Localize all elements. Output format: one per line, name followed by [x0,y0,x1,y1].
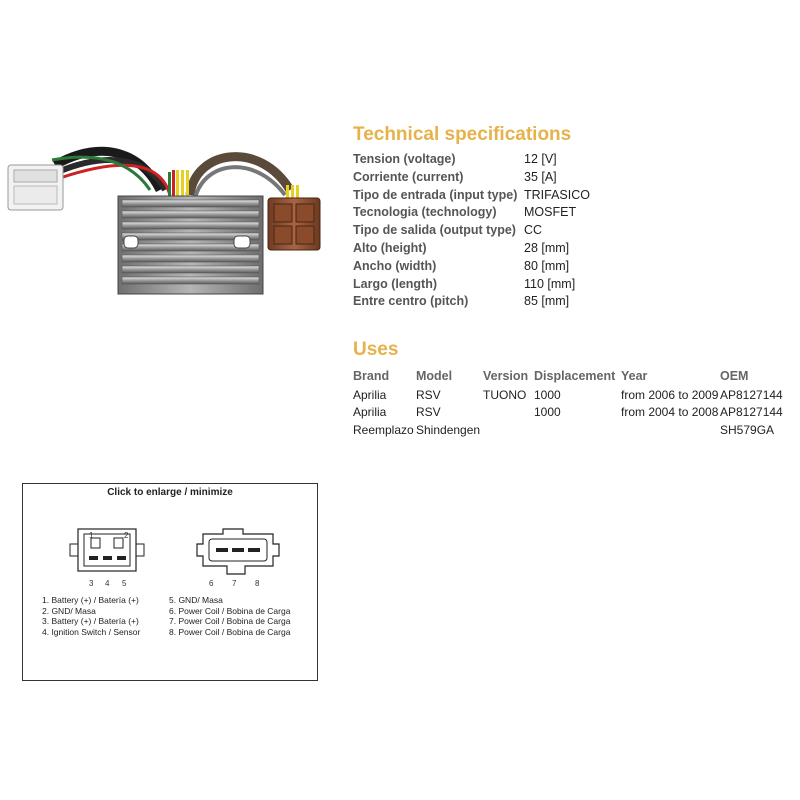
spec-value: 85 [mm] [524,294,570,309]
pin-number: 3 [89,579,94,588]
spec-label: Alto (height) [353,240,427,255]
pin-description: 8. Power Coil / Bobina de Carga [169,626,291,637]
cell-brand: Aprilia [353,387,387,402]
table-row: Aprilia RSV 1000 from 2004 to 2008 AP812… [353,404,795,422]
cell-version [483,421,534,439]
cell-oem: SH579GA [720,422,775,437]
spec-row: Tipo de entrada (input type) TRIFASICO [353,187,590,205]
cell-year: from 2006 to 2009 [621,387,719,402]
cell-year: from 2004 to 2008 [621,405,719,420]
pin-number: 4 [105,579,110,588]
cell-displacement: 1000 [534,387,561,402]
enlarge-toggle-link[interactable]: Click to enlarge / minimize [107,487,233,498]
spec-value: 28 [mm] [524,240,570,255]
cell-oem: AP8127144 [720,405,783,420]
left-pin-list: 1. Battery (+) / Batería (+) 2. GND/ Mas… [42,595,140,637]
pin-description: 4. Ignition Switch / Sensor [42,626,141,637]
right-pin-list: 5. GND/ Masa 6. Power Coil / Bobina de C… [169,595,290,637]
uses-header-row: Brand Model Version Displacement Year OE… [353,366,795,386]
three-pin-connector-icon [196,528,280,575]
spec-row: Tecnologia (technology) MOSFET [353,204,590,222]
cell-model: Shindengen [416,422,481,437]
spec-label: Largo (length) [353,276,438,291]
connector-pinout-drawing [69,528,280,575]
spec-row: Entre centro (pitch) 85 [mm] [353,293,590,311]
pin-number: 8 [255,579,260,588]
spec-row: Alto (height) 28 [mm] [353,240,590,258]
pin-number: 1 [89,531,94,540]
spec-label: Tipo de entrada (input type) [353,187,518,202]
table-row: Reemplazo Shindengen SH579GA [353,421,795,439]
pin-number: 6 [209,579,214,588]
spec-label: Tipo de salida (output type) [353,223,516,238]
spec-value: TRIFASICO [524,187,590,202]
cell-model: RSV [416,387,441,402]
spec-row: Largo (length) 110 [mm] [353,276,590,294]
five-pin-connector-icon [69,528,145,572]
spec-value: MOSFET [524,205,577,220]
cell-version [483,404,534,422]
cell-displacement: 1000 [534,405,561,420]
spec-label: Entre centro (pitch) [353,294,469,309]
spec-value: 80 [mm] [524,258,570,273]
spec-row: Corriente (current) 35 [A] [353,169,590,187]
pin-description: 5. GND/ Masa [169,595,223,605]
header-year: Year [621,369,648,383]
spec-label: Corriente (current) [353,169,464,184]
pin-number: 2 [124,531,129,540]
table-row: Aprilia RSV TUONO 1000 from 2006 to 2009… [353,386,795,404]
header-model: Model [416,369,453,383]
header-oem: OEM [720,369,749,383]
pin-description: 1. Battery (+) / Batería (+) [42,595,139,605]
pin-number: 5 [122,579,127,588]
pin-description: 3. Battery (+) / Batería (+) [42,616,139,626]
spec-label: Tecnologia (technology) [353,205,497,220]
voltage-regulator-image [7,146,321,295]
cell-model: RSV [416,405,441,420]
pin-number: 7 [232,579,237,588]
uses-section: Uses Brand Model Version Displacement Ye… [353,339,795,439]
uses-table: Brand Model Version Displacement Year OE… [353,366,795,439]
spec-value: 110 [mm] [524,276,576,291]
cell-year [621,421,720,439]
pin-description: 2. GND/ Masa [42,605,96,616]
technical-specifications: Technical specifications Tension (voltag… [353,124,590,311]
spec-value: 12 [V] [524,152,557,166]
spec-row: Ancho (width) 80 [mm] [353,258,590,276]
pin-description: 7. Power Coil / Bobina de Carga [169,616,291,626]
specs-title: Technical specifications [353,124,572,145]
spec-value: 35 [A] [524,169,557,184]
spec-label: Tension (voltage) [353,152,456,166]
cell-oem: AP8127144 [720,387,783,402]
cell-brand: Reemplazo [353,422,414,437]
cell-version: TUONO [483,387,527,402]
header-displacement: Displacement [534,369,616,383]
cell-displacement [534,421,621,439]
spec-row: Tension (voltage) 12 [V] [353,151,590,169]
cell-brand: Aprilia [353,405,387,420]
spec-value: CC [524,223,543,238]
header-version: Version [483,369,529,383]
pin-description: 6. Power Coil / Bobina de Carga [169,605,291,616]
connector-diagram[interactable]: Click to enlarge / minimize 1 2 3 4 5 6 … [22,483,318,681]
uses-title: Uses [353,339,399,360]
spec-row: Tipo de salida (output type) CC [353,222,590,240]
spec-label: Ancho (width) [353,258,437,273]
header-brand: Brand [353,369,390,383]
